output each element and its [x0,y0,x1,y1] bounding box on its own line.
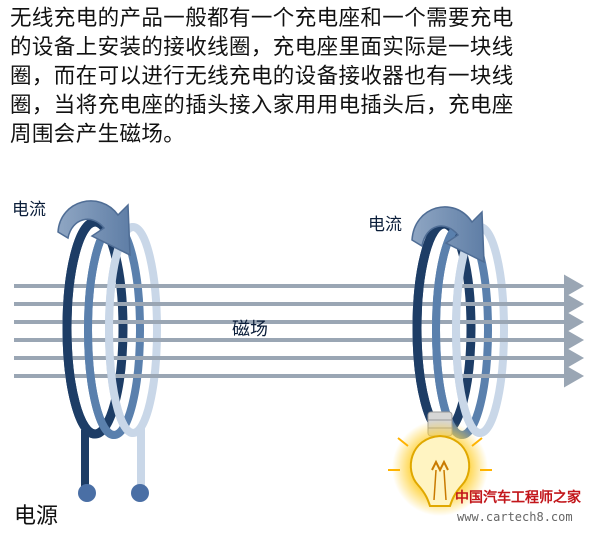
description-line: 圈，而在可以进行无线充电的设备接收器也有一块线 [10,64,514,89]
description-line: 圈，当将充电座的插头接入家用用电插头后，充电座 [10,93,514,118]
current-arrow-left [57,200,131,257]
current-arrow-right [411,206,485,264]
description-line: 的设备上安装的接收线圈，充电座里面实际是一块线 [10,35,514,60]
power-source-label: 电源 [14,504,59,529]
magnetic-field-label: 磁场 [232,319,268,340]
magnetic-field-lines [14,274,585,388]
description-text: 无线充电的产品一般都有一个充电座和一个需要充电 的设备上安装的接收线圈，充电座里… [10,4,596,149]
watermark-url: www.cartech8.com [457,510,573,524]
current-label: 电流 [12,200,46,220]
description-line: 周围会产生磁场。 [10,122,186,147]
current-label: 电流 [368,215,402,235]
watermark-site-name: 中国汽车工程师之家 [455,490,581,506]
power-terminal [131,484,149,502]
power-terminal [78,484,96,502]
description-line: 无线充电的产品一般都有一个充电座和一个需要充电 [10,6,514,31]
light-bulb-icon [388,411,492,516]
